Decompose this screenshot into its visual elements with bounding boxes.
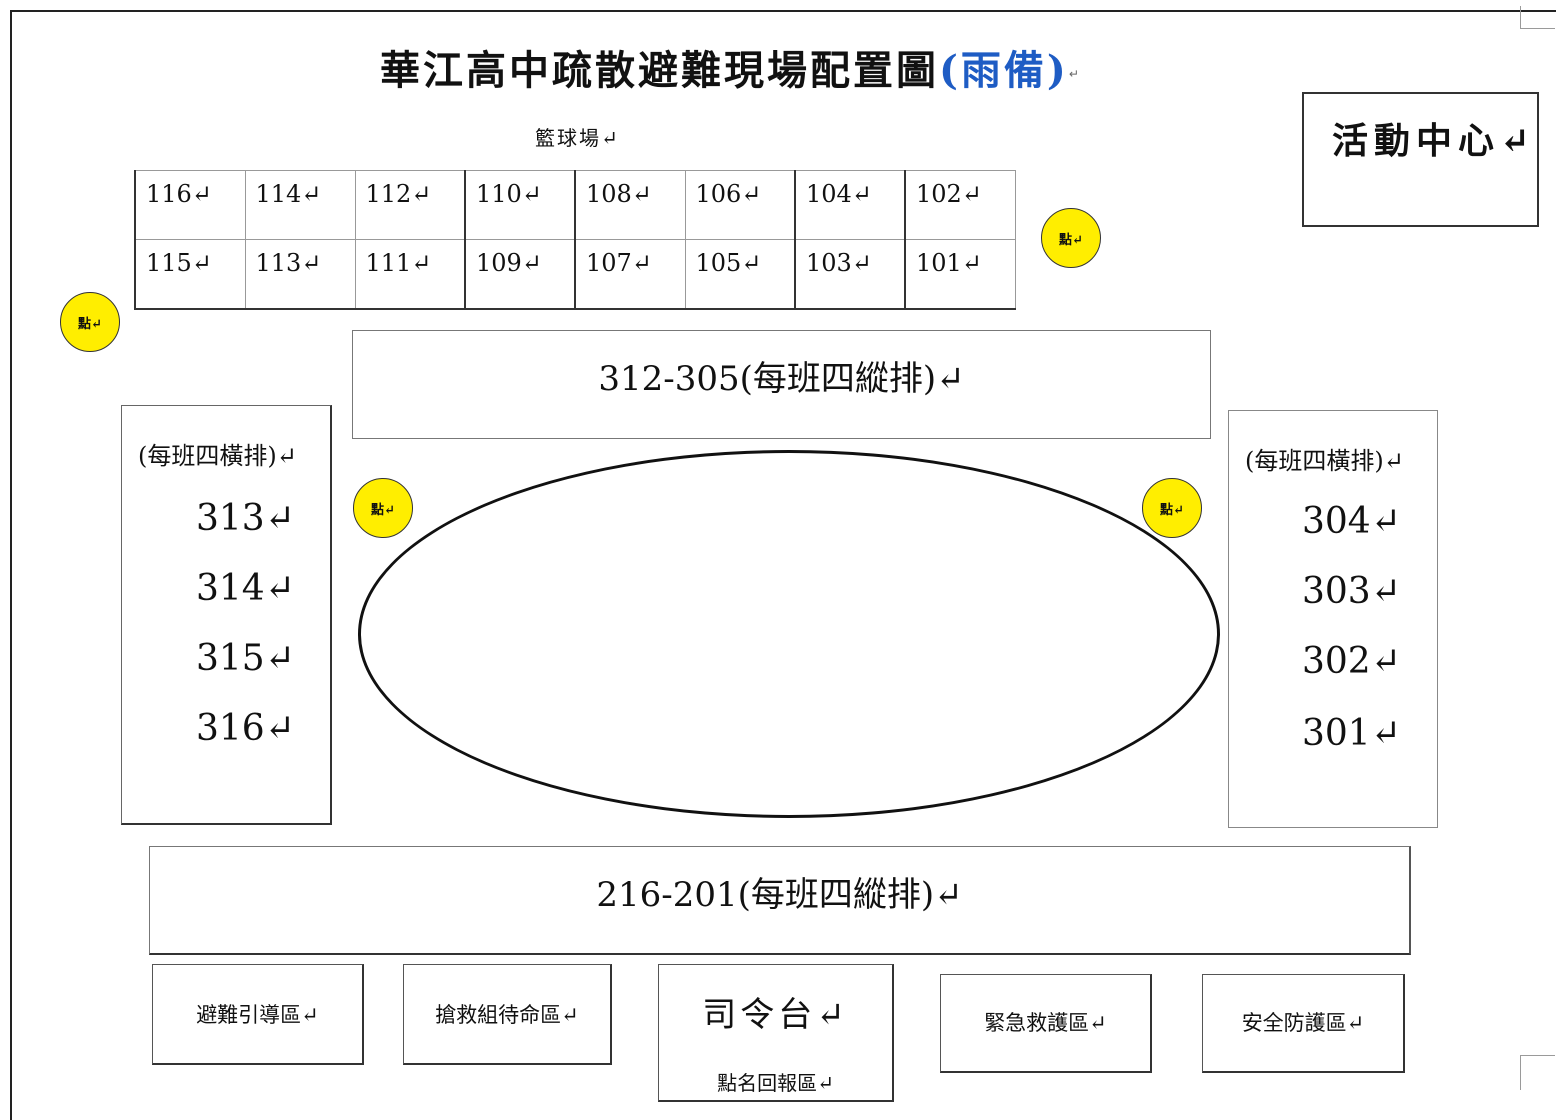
emergency-rescue-area: 緊急救護區↵ <box>940 974 1152 1073</box>
left-class-number: 315↵ <box>196 638 295 679</box>
classroom-cell: 104↵ <box>794 170 906 240</box>
roll-call-point-center-left: 點↵ <box>353 478 413 538</box>
rostrum-area: 司令台↵ 點名回報區↵ <box>658 964 894 1102</box>
point-label: 點↵ <box>1160 502 1184 518</box>
emergency-rescue-label: 緊急救護區↵ <box>984 1011 1107 1035</box>
point-label: 點↵ <box>78 316 102 332</box>
classroom-cell: 103↵ <box>794 239 906 310</box>
rescue-standby-label: 搶救組待命區↵ <box>435 1003 579 1027</box>
basketball-court-label: 籃球場↵ <box>535 126 620 150</box>
right-class-number: 302↵ <box>1302 641 1401 682</box>
diagram-title: 華江高中疏散避難現場配置圖(雨備)↵ <box>380 38 1180 96</box>
left-class-number: 316↵ <box>196 708 295 749</box>
rostrum-label: 司令台↵ <box>702 995 849 1035</box>
classroom-cell: 105↵ <box>684 239 796 310</box>
classroom-cell: 106↵ <box>684 170 796 240</box>
classroom-cell: 116↵ <box>134 170 246 240</box>
classroom-cell: 108↵ <box>574 170 686 240</box>
point-label: 點↵ <box>371 502 395 518</box>
right-class-area: (每班四橫排)↵ 304↵ 303↵ 302↵ 301↵ <box>1228 410 1438 828</box>
grade3-top-row-area: 312-305(每班四縱排)↵ <box>352 330 1211 439</box>
classroom-row-top: 116↵ 114↵ 112↵ 110↵ 108↵ 106↵ 104↵ 102↵ <box>134 170 1016 240</box>
title-return-mark: ↵ <box>1068 67 1082 81</box>
left-class-area: (每班四橫排)↵ 313↵ 314↵ 315↵ 316↵ <box>121 405 332 825</box>
grade2-bottom-row-label: 216-201(每班四縱排)↵ <box>596 875 963 915</box>
page-border <box>10 10 1556 1120</box>
activity-center-box: 活動中心↵ <box>1302 92 1539 227</box>
roll-call-report-label: 點名回報區↵ <box>717 1071 834 1095</box>
classroom-cell: 114↵ <box>244 170 356 240</box>
activity-center-label: 活動中心↵ <box>1332 120 1537 162</box>
right-formation-note: (每班四橫排)↵ <box>1245 447 1404 475</box>
classroom-cell: 115↵ <box>134 239 246 310</box>
title-rain-plan: (雨備) <box>939 47 1069 94</box>
classroom-cell: 111↵ <box>354 239 466 310</box>
point-label: 點↵ <box>1059 232 1083 248</box>
classroom-cell: 110↵ <box>464 170 576 240</box>
roll-call-point-top-right: 點↵ <box>1041 208 1101 268</box>
classroom-cell: 112↵ <box>354 170 466 240</box>
classroom-grid: 116↵ 114↵ 112↵ 110↵ 108↵ 106↵ 104↵ 102↵ … <box>134 170 1016 310</box>
classroom-cell: 113↵ <box>244 239 356 310</box>
classroom-cell: 101↵ <box>904 239 1016 310</box>
rescue-standby-area: 搶救組待命區↵ <box>403 964 612 1065</box>
crop-mark-top-right <box>1520 6 1555 29</box>
grade2-bottom-row-area: 216-201(每班四縱排)↵ <box>149 846 1411 955</box>
classroom-row-bottom: 115↵ 113↵ 111↵ 109↵ 107↵ 105↵ 103↵ 101↵ <box>134 239 1016 310</box>
grade3-top-row-label: 312-305(每班四縱排)↵ <box>598 359 965 399</box>
right-class-number: 304↵ <box>1302 501 1401 542</box>
classroom-cell: 107↵ <box>574 239 686 310</box>
title-main: 華江高中疏散避難現場配置圖 <box>380 47 939 94</box>
crop-mark-bottom-right <box>1520 1055 1555 1090</box>
roll-call-point-left: 點↵ <box>60 292 120 352</box>
left-class-number: 313↵ <box>196 498 295 539</box>
classroom-cell: 102↵ <box>904 170 1016 240</box>
classroom-cell: 109↵ <box>464 239 576 310</box>
running-track-oval <box>358 450 1220 818</box>
left-formation-note: (每班四橫排)↵ <box>138 442 297 470</box>
left-class-number: 314↵ <box>196 568 295 609</box>
safety-protection-label: 安全防護區↵ <box>1241 1011 1365 1035</box>
evacuation-guide-area: 避難引導區↵ <box>152 964 364 1065</box>
roll-call-point-center-right: 點↵ <box>1142 478 1202 538</box>
right-class-number: 301↵ <box>1302 713 1401 754</box>
evacuation-guide-label: 避難引導區↵ <box>196 1003 319 1027</box>
right-class-number: 303↵ <box>1302 571 1401 612</box>
safety-protection-area: 安全防護區↵ <box>1202 974 1405 1073</box>
